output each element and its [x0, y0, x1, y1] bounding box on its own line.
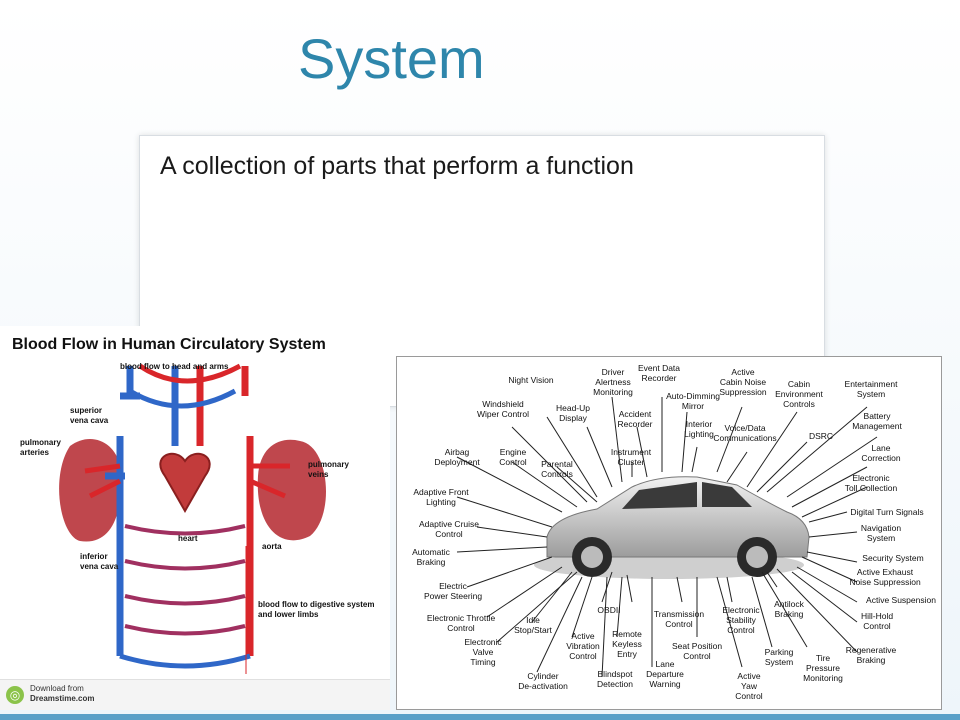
- label-inferior-vena-cava: inferior vena cava: [80, 552, 119, 571]
- feature-label: Parking System: [764, 647, 794, 667]
- bottom-accent-bar: [0, 714, 960, 720]
- feature-label: Electric Power Steering: [423, 581, 483, 601]
- feature-label: Instrument Cluster: [610, 447, 652, 467]
- feature-label: Battery Management: [852, 411, 902, 431]
- feature-label: Automatic Braking: [412, 547, 450, 567]
- credit-line-2: Dreamstime.com: [30, 694, 95, 703]
- feature-label: Driver Alertness Monitoring: [593, 367, 633, 397]
- feature-label: Entertainment System: [844, 379, 898, 399]
- credit-text: Download from Dreamstime.com: [30, 684, 94, 704]
- feature-label: Active Exhaust Noise Suppression: [849, 567, 921, 587]
- feature-label: Tire Pressure Monitoring: [803, 653, 843, 683]
- feature-label: Night Vision: [508, 375, 554, 385]
- label-digestive: blood flow to digestive system and lower…: [258, 600, 375, 619]
- feature-label: Electronic Toll Collection: [844, 473, 898, 493]
- feature-label: Active Yaw Control: [735, 671, 763, 701]
- label-head-arms: blood flow to head and arms: [120, 362, 229, 371]
- feature-label: Electronic Valve Timing: [464, 637, 502, 667]
- feature-label: Windshield Wiper Control: [477, 399, 529, 419]
- feature-label: Antilock Braking: [774, 599, 804, 619]
- feature-label: Transmission Control: [653, 609, 705, 629]
- feature-label: Cylinder De-activation: [518, 671, 568, 691]
- circulatory-diagram-image: Blood Flow in Human Circulatory System b…: [0, 326, 390, 710]
- feature-label: OBDII: [597, 605, 621, 615]
- feature-label: Adaptive Front Lighting: [413, 487, 469, 507]
- feature-label: Interior Lighting: [684, 419, 714, 439]
- feature-label: DSRC: [808, 431, 834, 441]
- label-aorta: aorta: [262, 542, 282, 551]
- feature-label: Electronic Throttle Control: [426, 613, 496, 633]
- feature-label: Engine Control: [499, 447, 527, 467]
- image-credit: ◎ Download from Dreamstime.com: [0, 679, 390, 710]
- feature-label: Lane Correction: [861, 443, 901, 463]
- feature-label: Blindspot Detection: [597, 669, 633, 689]
- feature-label: Active Suspension: [866, 595, 936, 605]
- label-pulmonary-veins: pulmonary veins: [308, 460, 349, 479]
- circulatory-illustration: [59, 363, 327, 674]
- feature-label: Accident Recorder: [617, 409, 653, 429]
- slide-title: System: [298, 27, 485, 90]
- feature-label: Head-Up Display: [555, 403, 591, 423]
- feature-label: Hill-Hold Control: [860, 611, 894, 631]
- feature-label: Digital Turn Signals: [850, 507, 924, 517]
- feature-label: Electronic Stability Control: [722, 605, 760, 635]
- bullet-text: A collection of parts that perform a fun…: [160, 152, 634, 180]
- label-pulmonary-arteries: pulmonary arteries: [20, 438, 61, 457]
- feature-label: Airbag Deployment: [434, 447, 480, 467]
- feature-label: Auto-Dimming Mirror: [666, 391, 720, 411]
- feature-label: Event Data Recorder: [637, 363, 681, 383]
- feature-label: Idle Stop/Start: [514, 615, 552, 635]
- feature-label: Adaptive Cruise Control: [418, 519, 480, 539]
- circulatory-title: Blood Flow in Human Circulatory System: [12, 336, 326, 353]
- feature-label: Seat Position Control: [671, 641, 723, 661]
- feature-label: Active Vibration Control: [566, 631, 600, 661]
- car-illustration: [456, 396, 878, 678]
- credit-line-1: Download from: [30, 684, 84, 693]
- feature-label: Parental Controls: [541, 459, 573, 479]
- feature-label: Cabin Environment Controls: [775, 379, 823, 409]
- feature-label: Remote Keyless Entry: [612, 629, 642, 659]
- label-heart: heart: [178, 534, 198, 543]
- dreamstime-logo-icon: ◎: [6, 686, 24, 704]
- feature-label: Voice/Data Communications: [713, 423, 777, 443]
- feature-label: Lane Departure Warning: [646, 659, 684, 689]
- feature-label: Regenerative Braking: [845, 645, 897, 665]
- feature-label: Active Cabin Noise Suppression: [719, 367, 767, 397]
- feature-label: Navigation System: [860, 523, 902, 543]
- feature-label: Security System: [862, 553, 924, 563]
- label-superior-vena-cava: superior vena cava: [70, 406, 109, 425]
